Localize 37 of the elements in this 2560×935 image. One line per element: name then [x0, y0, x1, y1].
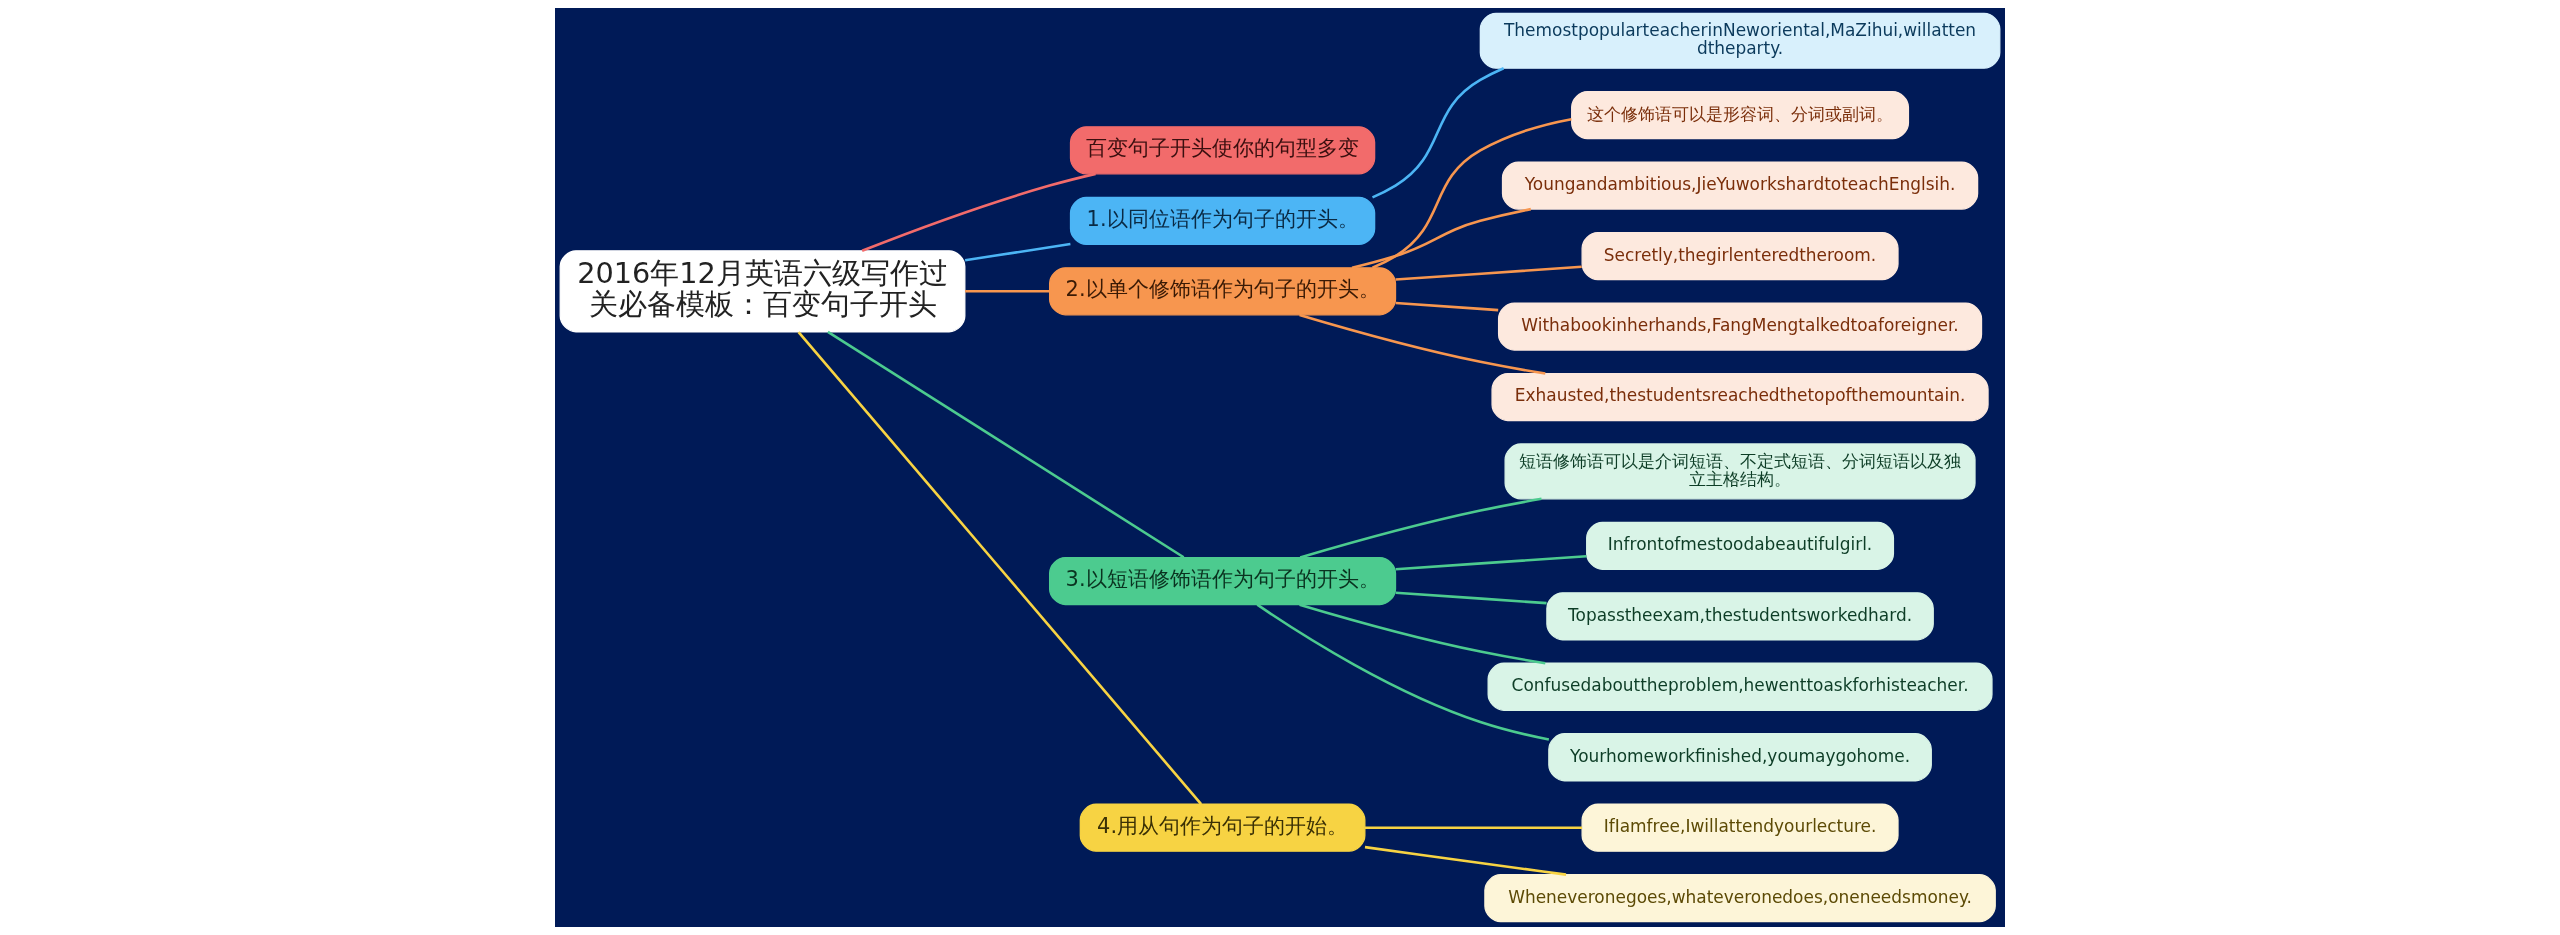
- node-box: ThemostpopularteacherinNeworiental,MaZihui,willattendtheparty.: [1479, 12, 2001, 69]
- node-box: Infrontofmestoodabeautifulgirl.: [1586, 521, 1895, 570]
- node-box: 2.以单个修饰语作为句子的开头。: [1049, 267, 1397, 316]
- node-box: Withabookinherhands,FangMengtalkedtoaforeigner.: [1497, 302, 1983, 351]
- node-box: 这个修饰语可以是形容词、分词或副词。: [1571, 90, 1910, 140]
- connector: [965, 290, 1050, 293]
- connector: [1395, 554, 1587, 571]
- connector: [1299, 313, 1546, 375]
- connector: [1364, 845, 1567, 876]
- node-box: Wheneveronegoes,whateveronedoes,oneneedsmoney.: [1484, 874, 1996, 923]
- connector: [797, 331, 1203, 805]
- node-box: IfIamfree,Iwillattendyourlecture.: [1581, 803, 1899, 852]
- node-box: Confusedabouttheproblem,hewenttoaskforhisteacher.: [1487, 662, 1993, 711]
- connector: [1299, 603, 1546, 665]
- node-box: Topasstheexam,thestudentsworkedhard.: [1546, 592, 1934, 641]
- connector: [964, 242, 1071, 262]
- node-box: 短语修饰语可以是介词短语、不定式短语、分词短语以及独立主格结构。: [1504, 443, 1976, 500]
- connector: [861, 172, 1096, 252]
- node-box: 4.用从句作为句子的开始。: [1079, 803, 1366, 852]
- connector: [1395, 301, 1499, 312]
- connector: [1371, 117, 1572, 269]
- node-box: 3.以短语修饰语作为句子的开头。: [1049, 556, 1397, 606]
- connector: [1371, 67, 1505, 199]
- connector: [1256, 603, 1550, 741]
- node-box: Exhausted,thestudentsreachedthetopofthemountain.: [1491, 372, 1989, 422]
- node-box: 2016年12月英语六级写作过关必备模板：百变句子开头: [559, 250, 966, 333]
- connector: [1299, 497, 1542, 559]
- node-box: Youngandambitious,JieYuworkshardtoteachEnglsih.: [1501, 161, 1979, 210]
- node-box: 1.以同位语作为句子的开头。: [1069, 196, 1376, 245]
- node-box: 百变句子开头使你的句型多变: [1069, 126, 1376, 175]
- connector: [827, 330, 1185, 559]
- connector: [1351, 207, 1532, 270]
- connector: [1395, 265, 1582, 281]
- node-box: Secretly,thegirlenteredtheroom.: [1581, 231, 1899, 281]
- node-box: Yourhomeworkfinished,youmaygohome.: [1548, 733, 1932, 782]
- connector: [1395, 591, 1547, 605]
- connector: [1364, 826, 1583, 830]
